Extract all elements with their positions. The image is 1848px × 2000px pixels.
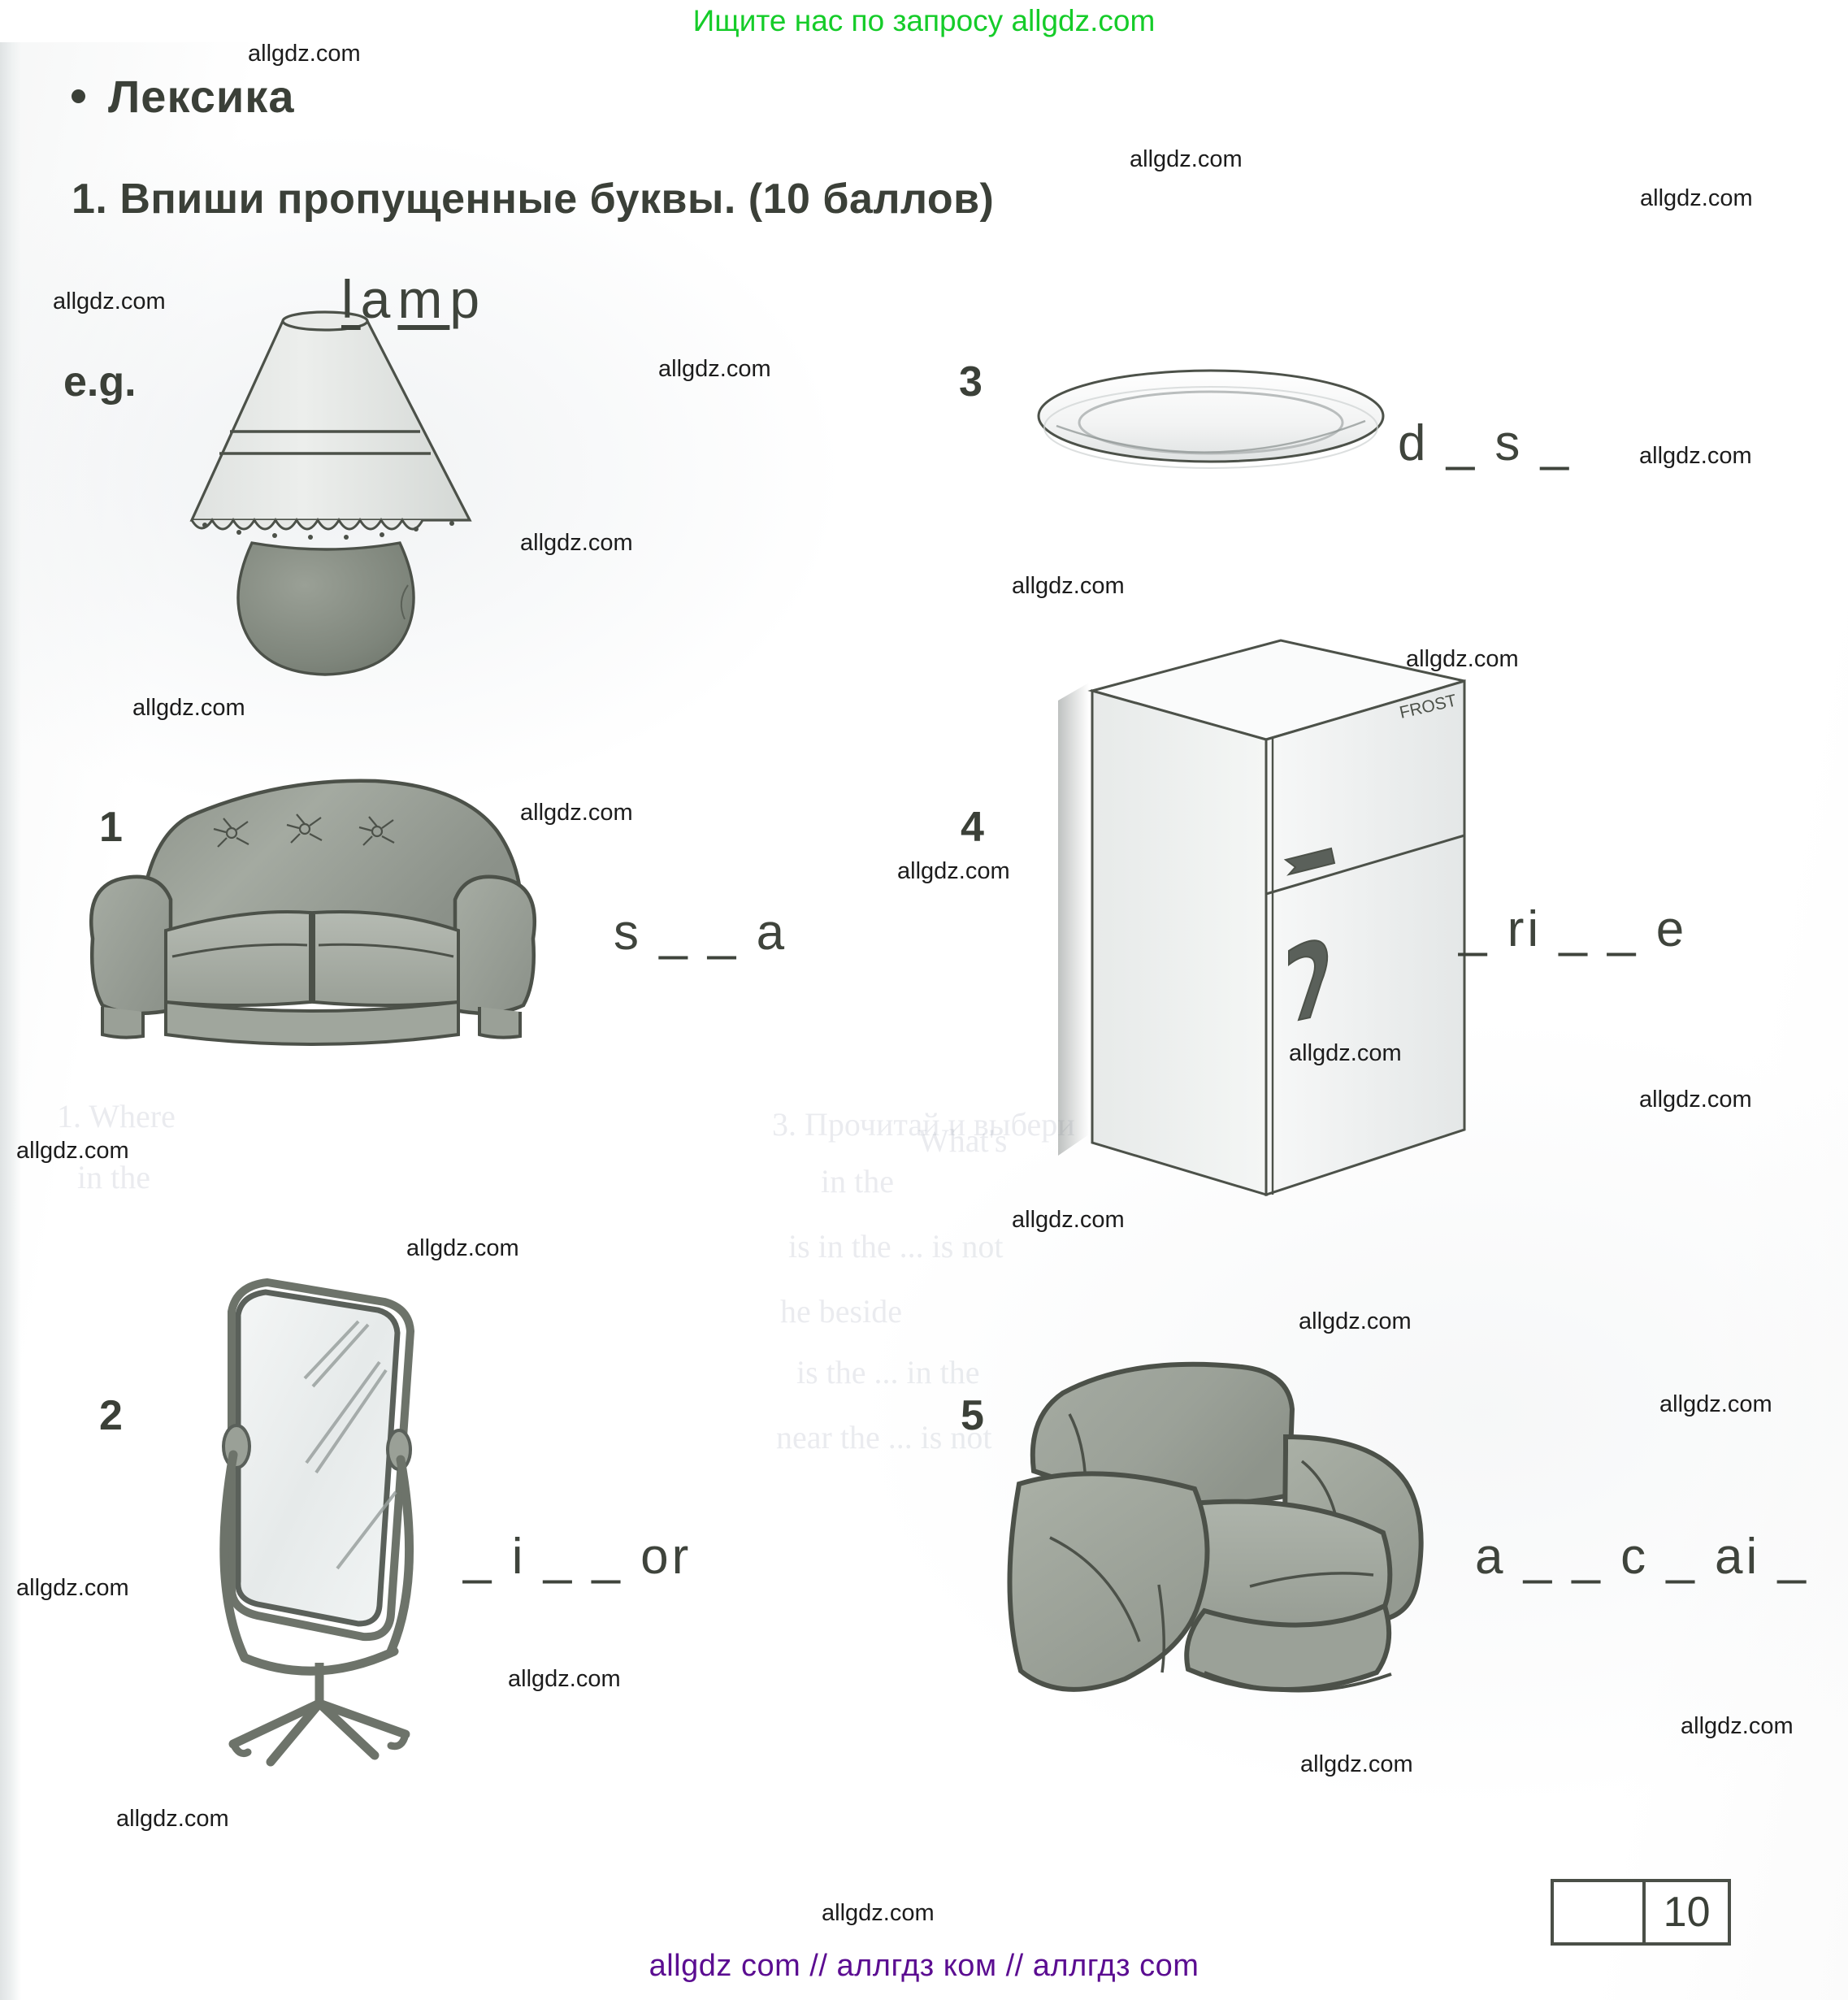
item-number-5: 5 [961,1392,984,1439]
ghost-text: in the [77,1159,150,1195]
sofa-illustration [81,776,544,1052]
item-number-2: 2 [99,1392,123,1439]
ghost-text: 3. Прочитай и выбери [772,1106,1075,1143]
watermark-text: allgdz.com [1639,1087,1752,1113]
ghost-text: near the ... is not [776,1419,992,1456]
score-box[interactable]: 10 [1551,1879,1731,1946]
watermark-text: allgdz.com [116,1806,229,1832]
watermark-text: allgdz.com [508,1666,621,1692]
watermark-text: allgdz.com [1406,646,1519,672]
watermark-text: allgdz.com [53,289,166,315]
example-answer-letter-p: p [449,269,488,329]
item-4-answer: _ ri _ _ e [1459,901,1688,957]
watermark-text: allgdz.com [520,800,633,826]
example-answer-letter-a: a [360,269,398,329]
watermark-text: allgdz.com [16,1575,129,1601]
example-label: e.g. [63,358,137,406]
item-5-answer: a _ _ c _ ai _ [1475,1529,1810,1585]
watermark-text: allgdz.com [822,1900,935,1926]
section-heading: Лексика [72,70,294,123]
section-heading-label: Лексика [108,71,295,122]
dish-illustration [1032,358,1390,479]
mirror-illustration [183,1274,459,1778]
site-banner: Ищите нас по запросу allgdz.com [0,0,1848,42]
page-left-edge-shadow [0,42,21,2000]
watermark-text: allgdz.com [897,858,1010,884]
fridge-illustration: FROST [1048,626,1479,1211]
item-2-answer: _ i _ _ or [463,1529,692,1585]
example-answer-letter-m: m [397,269,450,329]
score-input-cell[interactable] [1554,1882,1646,1942]
watermark-text: allgdz.com [1299,1308,1412,1334]
ghost-text: is the ... in the [796,1354,980,1390]
score-max-value: 10 [1663,1889,1711,1936]
item-1-answer: s _ _ a [614,905,788,961]
watermark-text: allgdz.com [1659,1391,1772,1417]
watermark-text: allgdz.com [1012,573,1125,599]
watermark-text: allgdz.com [1681,1713,1794,1739]
watermark-text: allgdz.com [658,356,771,382]
task-instruction: 1. Впиши пропущенные буквы. (10 баллов) [72,176,995,223]
watermark-text: allgdz.com [1130,146,1243,172]
bullet-dot-icon [72,89,85,103]
ghost-text: 1. Where [57,1098,176,1134]
example-answer-letter-l: l [341,269,361,329]
watermark-text: allgdz.com [406,1235,519,1261]
item-number-1: 1 [99,804,123,851]
item-3-answer: d _ s _ [1398,415,1573,471]
watermark-text: allgdz.com [248,41,361,67]
watermark-text: allgdz.com [16,1138,129,1164]
watermark-text: allgdz.com [1639,443,1752,469]
lamp-illustration [154,299,496,681]
armchair-illustration [1000,1341,1463,1755]
watermark-text: allgdz.com [520,530,633,556]
watermark-text: allgdz.com [1640,185,1753,211]
watermark-text: allgdz.com [1012,1207,1125,1233]
watermark-text: allgdz.com [1289,1040,1402,1066]
watermark-text: allgdz.com [132,695,245,721]
item-number-4: 4 [961,804,984,851]
ghost-text: What's [918,1122,1008,1159]
ghost-text: in the [821,1163,894,1200]
watermark-text: allgdz.com [1300,1751,1413,1777]
ghost-text: he beside [780,1293,902,1330]
page-footer: allgdz com // аллгдз ком // аллгдз com [649,1949,1199,1983]
item-number-3: 3 [959,358,983,406]
ghost-text: is in the ... is not [788,1228,1004,1265]
example-answer: lamp [341,268,487,330]
banner-text: Ищите нас по запросу allgdz.com [692,4,1156,37]
